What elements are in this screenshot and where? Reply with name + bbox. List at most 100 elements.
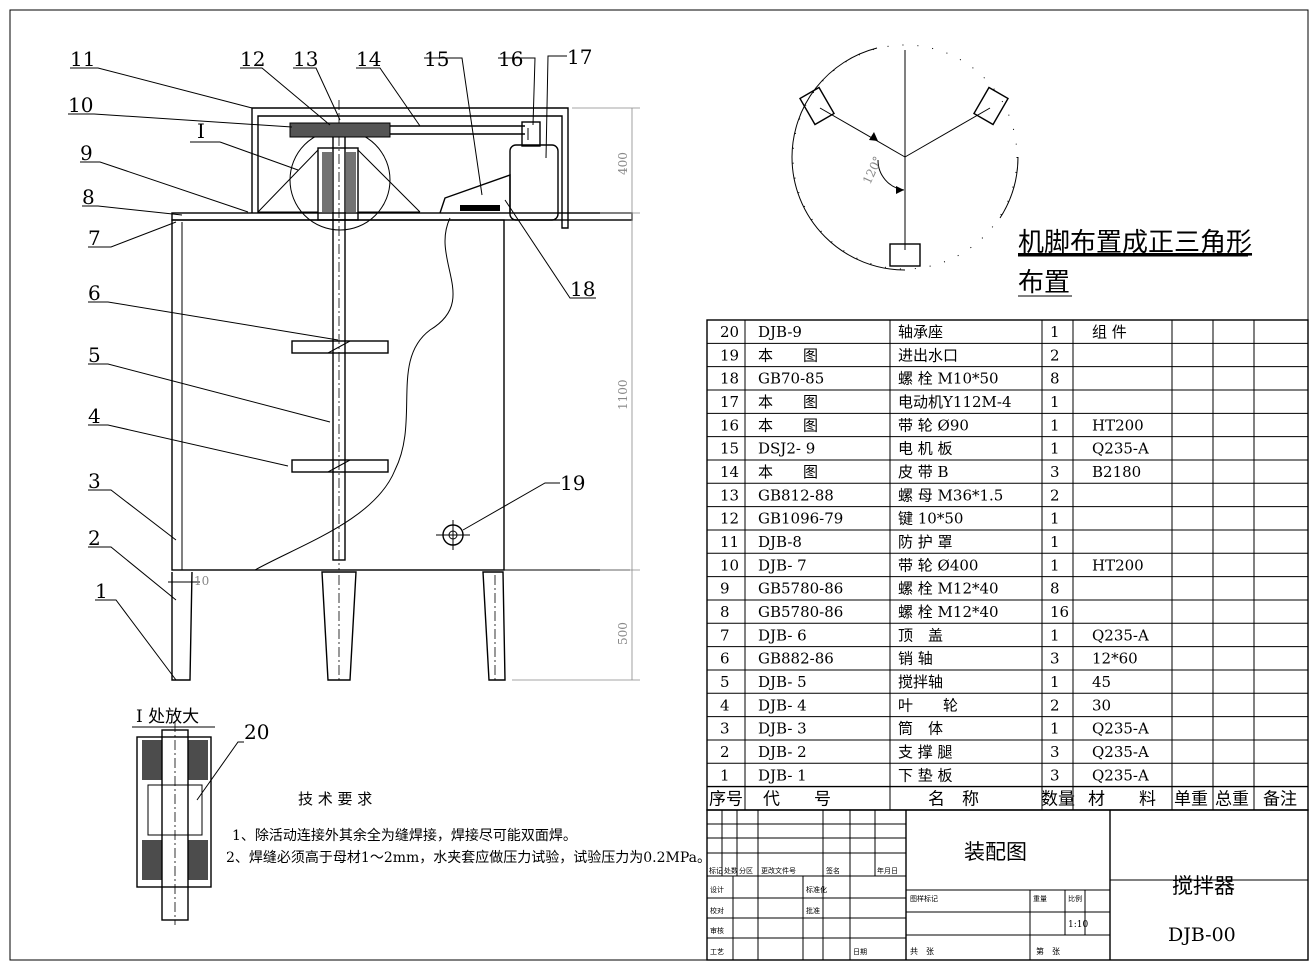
bom-row-5-code: DJB- 5 [758,673,807,691]
bom-row-19-no: 19 [720,346,739,364]
foot-pad-right [973,86,1009,126]
support-leg-3 [482,571,506,681]
bom-row-14-code: 本 图 [758,463,818,481]
angle-120: 120° [860,154,885,186]
bom-row-6-name: 销 轴 [898,650,933,668]
bom-row-18-code: GB70-85 [758,370,824,388]
impeller-lower [291,459,389,473]
svg-text:处数: 处数 [724,866,738,875]
bom-row-15-material: Q235-A [1092,440,1149,458]
callout-17: 17 [567,45,592,69]
bearing-housing [317,147,359,221]
bom-row-2-code: DJB- 2 [758,743,807,761]
bom-row-6-code: GB882-86 [758,650,834,668]
detail-marker: I [197,119,205,143]
callout-19: 19 [560,471,585,495]
bom-row-3-code: DJB- 3 [758,720,807,738]
scale-label: 比例 [1068,894,1082,903]
bom-row-19-name: 进出水口 [898,346,958,364]
bom-row-5-no: 5 [720,673,730,691]
scale-value: 1:10 [1068,920,1088,930]
bom-row-9-no: 9 [720,580,730,598]
svg-text:审核: 审核 [710,926,724,935]
callout-12: 12 [240,47,265,71]
bom-row-18-qty: 8 [1050,370,1060,388]
bom-header-4: 材 料 [1088,790,1156,810]
bom-row-7-material: Q235-A [1092,626,1149,644]
bom-row-10-qty: 1 [1050,556,1060,574]
callout-9: 9 [80,141,93,165]
bom-row-1-code: DJB- 1 [758,766,807,784]
foot-pad-left [799,86,835,126]
bom-row-5-material: 45 [1092,673,1111,691]
callout-14: 14 [356,47,381,71]
svg-text:工艺: 工艺 [710,948,724,956]
bom-row-14-material: B2180 [1092,463,1141,481]
svg-text:标记: 标记 [709,866,723,875]
bom-row-1-no: 1 [720,766,730,784]
bom-row-12-no: 12 [720,510,739,528]
callout-4: 4 [88,404,101,428]
bom-row-20-name: 轴承座 [898,323,943,341]
bom-row-20-qty: 1 [1050,323,1060,341]
bom-row-10-material: HT200 [1092,556,1144,574]
bom-row-2-no: 2 [720,743,730,761]
title-block: 装配图 搅拌器 DJB-00 1:10 图样标记 重量 比例 共 张 第 张 标… [706,809,1309,961]
svg-text:签名: 签名 [826,866,840,875]
tech-req-2: 2、焊缝必须高于母材1～2mm，水夹套应做压力试验，试验压力为0.2MPa。 [226,849,711,866]
big-pulley [289,122,391,138]
bom-row-8-code: GB5780-86 [758,603,843,621]
bom-row-5-name: 搅拌轴 [898,673,943,691]
bom-row-2-material: Q235-A [1092,743,1149,761]
bom-row-9-code: GB5780-86 [758,580,843,598]
bom-row-19-code: 本 图 [758,346,818,364]
bom-row-9-qty: 8 [1050,580,1060,598]
bom-header-1: 代 号 [763,790,831,810]
detail-i-view: I 处放大 20 [132,707,269,925]
tech-req-1: 1、除活动连接外其余全为缝焊接，焊接尽可能双面焊。 [232,827,577,844]
dimensions: 400 1100 500 10 [194,107,640,681]
sheet-border [9,9,1309,961]
bom-row-18-name: 螺 栓 M10*50 [898,370,999,388]
dim-400: 400 [616,152,630,175]
callout-2: 2 [88,526,101,550]
bom-row-14-qty: 3 [1050,463,1060,481]
bom-row-4-no: 4 [720,696,730,714]
bom-row-20-code: DJB-9 [758,323,802,341]
bom-row-1-material: Q235-A [1092,766,1149,784]
bom-header-2: 名 称 [928,790,979,810]
electric-motor [509,144,559,221]
product-name: 搅拌器 [1172,874,1235,898]
bom-row-12-qty: 1 [1050,510,1060,528]
bom-row-13-qty: 2 [1050,486,1060,504]
callout-15: 15 [424,47,449,71]
drawing-number: DJB-00 [1168,924,1236,946]
impeller-upper [291,340,389,354]
layout-note-title: 机脚布置成正三角形 [1018,228,1252,258]
bom-row-6-no: 6 [720,650,730,668]
callout-13: 13 [293,47,318,71]
bom-row-2-qty: 3 [1050,743,1060,761]
revision-labels: 标记 处数 分区 更改文件号 签名 年月日 设计 校对 审核 工艺 标准化 批准… [709,866,898,956]
bom-row-15-qty: 1 [1050,440,1060,458]
bom-row-7-code: DJB- 6 [758,626,807,644]
bom-header-3: 数量 [1041,790,1075,810]
bom-row-3-name: 筒 体 [898,720,943,738]
callout-10: 10 [68,93,93,117]
bom-row-14-no: 14 [720,463,739,481]
bom-row-9-name: 螺 栓 M12*40 [898,580,999,598]
bom-row-7-name: 顶 盖 [898,626,943,644]
svg-text:标准化: 标准化 [806,885,827,894]
dim-500: 500 [616,622,630,645]
bom-row-17-name: 电动机Y112M-4 [898,393,1012,411]
bom-row-3-no: 3 [720,720,730,738]
sheet-number: 第 张 [1036,946,1060,956]
bom-row-4-code: DJB- 4 [758,696,807,714]
detail-label: I 处放大 [136,707,199,727]
dim-10: 10 [194,574,209,588]
small-pulley [521,121,541,147]
drawing-type: 装配图 [964,840,1027,864]
bom-row-19-qty: 2 [1050,346,1060,364]
top-cover-plate [171,212,633,221]
